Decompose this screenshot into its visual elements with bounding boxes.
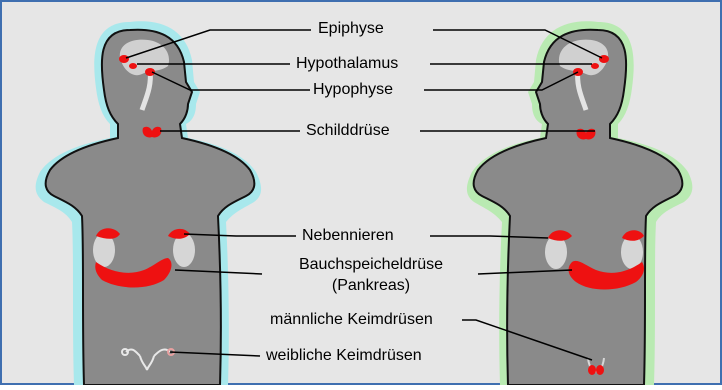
label-pankreas: (Pankreas)	[268, 277, 474, 295]
female-pineal-gland	[119, 55, 129, 63]
label-schilddruese: Schilddrüse	[306, 122, 390, 140]
label-weibliche-keimdruesen: weibliche Keimdrüsen	[266, 347, 422, 365]
male-hypothalamus	[591, 63, 599, 69]
label-nebennieren: Nebennieren	[302, 227, 394, 245]
label-maennliche-keimdruesen: männliche Keimdrüsen	[270, 311, 433, 329]
female-hypothalamus	[129, 63, 137, 69]
label-hypophyse: Hypophyse	[313, 81, 393, 99]
male-pineal-gland	[599, 55, 609, 63]
label-epiphyse: Epiphyse	[318, 20, 384, 38]
label-hypothalamus: Hypothalamus	[296, 55, 398, 73]
label-bauchspeicheldruese: Bauchspeicheldrüse	[268, 256, 474, 274]
